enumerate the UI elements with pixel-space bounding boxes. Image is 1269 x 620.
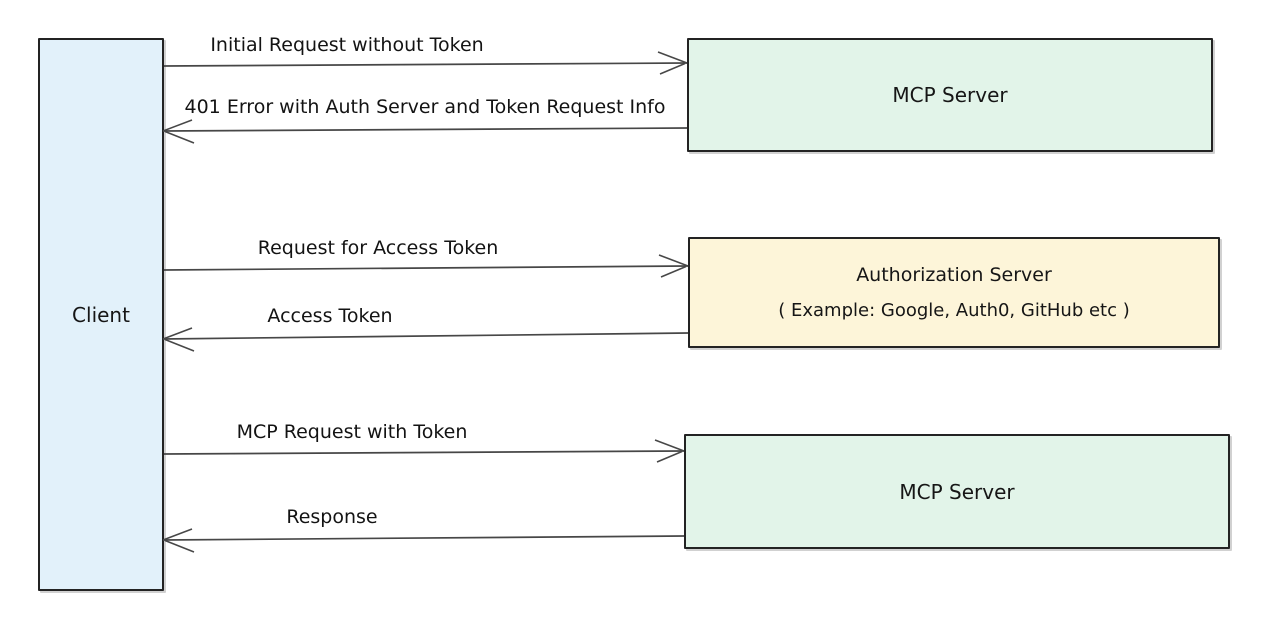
node-authorization-server-sublabel: ( Example: Google, Auth0, GitHub etc ) [778,300,1130,321]
node-mcp-server-top: MCP Server [687,38,1213,152]
arrow-label-401-error: 401 Error with Auth Server and Token Req… [184,96,666,118]
arrow-line [162,535,685,541]
node-client: Client [38,38,164,591]
arrowhead-right-icon [654,439,685,452]
arrowhead-left-icon [164,338,195,352]
node-mcp-server-bottom: MCP Server [684,434,1230,549]
node-authorization-server: Authorization Server ( Example: Google, … [688,237,1220,348]
arrow-label-access-token: Access Token [267,305,393,327]
arrow-line [162,332,689,340]
arrow-line [162,127,688,132]
arrowhead-left-icon [162,528,193,541]
arrow-request-access-token [163,254,689,278]
arrow-label-mcp-request-with-token: MCP Request with Token [236,421,468,443]
arrow-label-request-access-token: Request for Access Token [257,237,499,259]
arrowhead-right-icon [659,62,686,75]
arrow-label-initial-request: Initial Request without Token [210,34,484,56]
node-mcp-server-bottom-label: MCP Server [899,479,1015,504]
arrow-line [163,62,688,67]
arrow-label-response: Response [286,506,378,528]
arrowhead-right-icon [656,450,683,463]
arrowhead-left-icon [162,119,193,132]
arrowhead-right-icon [660,265,687,278]
arrow-response [162,528,685,553]
arrowhead-right-icon [657,51,688,64]
node-client-label: Client [72,302,130,327]
arrowhead-left-icon [164,539,195,553]
arrow-initial-request [163,51,688,75]
arrow-401-error [162,119,688,144]
arrow-line [163,265,689,271]
arrowhead-left-icon [162,327,193,340]
node-authorization-server-label: Authorization Server [856,264,1052,286]
arrowhead-right-icon [658,254,689,267]
arrow-mcp-request-with-token [163,439,685,463]
arrow-access-token [162,327,689,352]
arrowhead-left-icon [164,130,195,144]
node-mcp-server-top-label: MCP Server [892,83,1008,107]
arrow-line [163,450,685,455]
